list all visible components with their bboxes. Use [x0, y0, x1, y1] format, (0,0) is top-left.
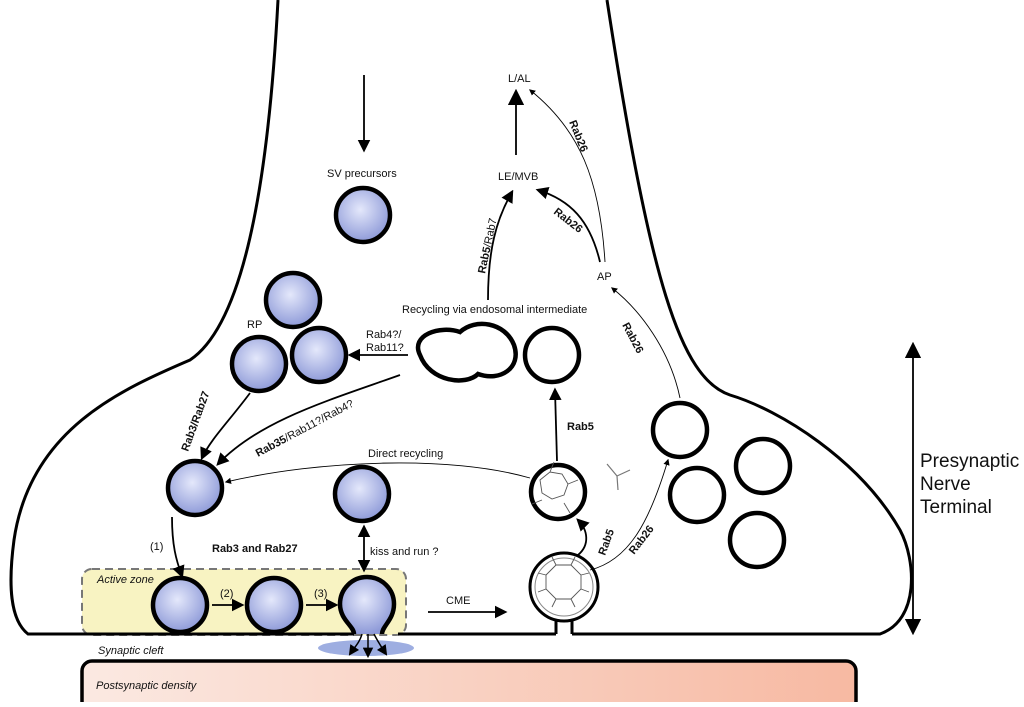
- arrow-rp-to-docking: [200, 392, 251, 461]
- arrow-vesicles-to-ap: [611, 287, 681, 399]
- empty-vesicle-1: [650, 400, 710, 460]
- rab5-small-label: Rab5: [597, 528, 617, 557]
- empty-vesicle-4: [727, 510, 787, 570]
- arrow-endosome-to-docking: [216, 374, 401, 466]
- fusing-vesicle: [337, 574, 397, 635]
- empty-vesicle-2: [733, 436, 793, 496]
- clathrin-coated-pit: [528, 551, 600, 623]
- terminal-label: Terminal: [920, 497, 992, 518]
- sv-precursor-vesicle: [333, 185, 393, 245]
- rab5-rab7-label: Rab5/Rab7: [476, 217, 499, 275]
- arrow-pit-to-empty-vesicles: [589, 458, 670, 571]
- rab26-side-label: Rab26: [619, 321, 645, 356]
- empty-vesicle-3: [667, 465, 727, 525]
- reserve-pool-vesicle-top: [263, 270, 323, 330]
- postsynaptic-density-label: Postsynaptic density: [96, 680, 198, 692]
- endosome-vesicle: [522, 325, 582, 385]
- docking-vesicle: [165, 458, 225, 518]
- rab3-rab27-label: Rab3/Rab27: [180, 390, 213, 453]
- svg-text:Rab5/Rab7: Rab5/Rab7: [476, 217, 499, 275]
- le-mvb-label: LE/MVB: [498, 171, 538, 183]
- arrow-ap-to-lemvb: [535, 186, 601, 263]
- endosome: [415, 321, 518, 383]
- synaptic-cleft-label: Synaptic cleft: [98, 645, 164, 657]
- release-arrow-right: [373, 633, 388, 656]
- arrow-direct-recycling: [224, 462, 531, 484]
- rab5-rab7-bold: Rab5: [476, 246, 493, 275]
- rab35-label: Rab35/Rab11?/Rab4?: [254, 398, 356, 460]
- rab5-up-label: Rab5: [567, 421, 594, 433]
- rab26-top-label: Rab26: [566, 119, 589, 154]
- rab26-ap-label: Rab26: [551, 206, 584, 236]
- rab4-label: Rab4?/: [366, 329, 402, 341]
- reserve-pool-vesicle-right: [289, 325, 349, 385]
- presynaptic-label: Presynaptic: [920, 451, 1019, 472]
- arrow-step-1: [171, 516, 185, 579]
- rab26-bottom-label: Rab26: [627, 523, 657, 556]
- primed-vesicle: [244, 575, 304, 635]
- ap-label: AP: [597, 271, 612, 283]
- rab3-and-rab27-label: Rab3 and Rab27: [212, 543, 298, 555]
- step-2-label: (2): [220, 588, 233, 600]
- cme-label: CME: [446, 595, 470, 607]
- step-3-label: (3): [314, 588, 327, 600]
- step-1-label: (1): [150, 541, 163, 553]
- arrow-pit-to-ccv: [576, 518, 590, 556]
- recycling-endosomal-label: Recycling via endosomal intermediate: [402, 304, 587, 316]
- svg-text:Rab35/Rab11?/Rab4?: Rab35/Rab11?/Rab4?: [254, 398, 356, 460]
- neurotransmitter-release-cloud: [318, 640, 414, 656]
- release-arrows: [348, 633, 363, 656]
- nerve-label: Nerve: [920, 474, 971, 495]
- arrow-ap-to-lal: [529, 89, 606, 263]
- rab35-bold: Rab35: [254, 434, 289, 460]
- arrow-ccv-to-endosome: [548, 387, 562, 462]
- kiss-and-run-vesicle: [332, 464, 392, 524]
- direct-recycling-label: Direct recycling: [368, 448, 443, 460]
- postsynaptic-density: [80, 659, 858, 707]
- l-al-label: L/AL: [508, 73, 531, 85]
- kiss-and-run-label: kiss and run ?: [370, 546, 438, 558]
- sv-precursors-label: SV precursors: [327, 168, 397, 180]
- clathrin-coated-vesicle: [528, 461, 588, 522]
- rp-label: RP: [247, 319, 262, 331]
- reserve-pool-vesicle-left: [229, 334, 289, 394]
- clathrin-triskelion-icon: [606, 463, 631, 491]
- active-zone-label: Active zone: [96, 574, 154, 586]
- docked-vesicle: [150, 575, 210, 635]
- rab5-rab7-rest: /Rab7: [482, 217, 500, 248]
- arrow-endosome-to-lemvb: [487, 189, 514, 301]
- rab11-label: Rab11?: [366, 342, 404, 354]
